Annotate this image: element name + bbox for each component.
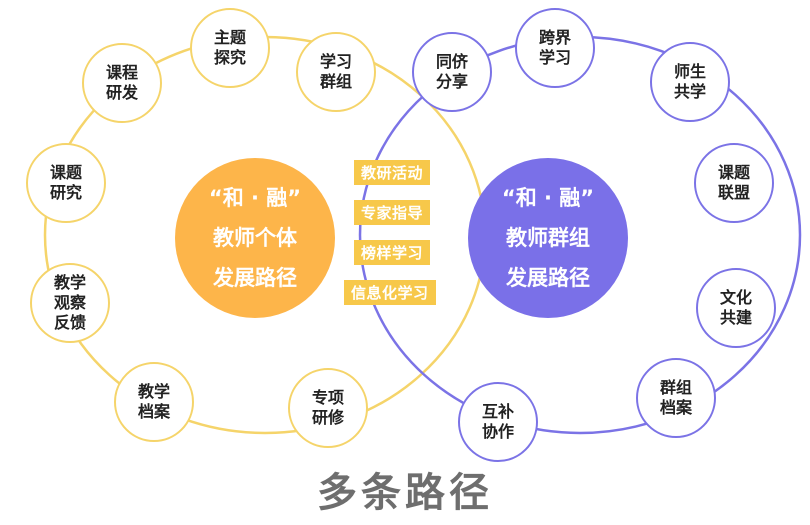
bottom-title: 多条路径 [317, 470, 493, 516]
right-hub-line3: 发展路径 [506, 266, 590, 290]
left-node-topic-inquiry: 主题 探究 [190, 8, 270, 88]
left-node-study-group: 学习 群组 [296, 32, 376, 112]
left-node-special-training: 专项 研修 [288, 368, 368, 448]
right-node-collaboration: 互补 协作 [458, 382, 538, 462]
tag-role-model: 榜样学习 [354, 240, 431, 265]
right-node-research-alliance: 课题 联盟 [694, 143, 774, 223]
tag-expert-guidance: 专家指导 [354, 200, 431, 225]
left-hub: “和 · 融” 教师个体 发展路径 [175, 158, 335, 318]
left-node-observation: 教学 观察 反馈 [30, 263, 110, 343]
left-hub-line1: “和 · 融” [208, 186, 302, 210]
right-node-peer-sharing: 同侪 分享 [412, 32, 492, 112]
right-hub-line2: 教师群组 [506, 226, 590, 250]
left-node-teaching-archive: 教学 档案 [114, 362, 194, 442]
right-node-cross-learning: 跨界 学习 [515, 8, 595, 88]
left-hub-line3: 发展路径 [213, 266, 297, 290]
right-node-group-archive: 群组 档案 [636, 358, 716, 438]
right-hub: “和 · 融” 教师群组 发展路径 [468, 158, 628, 318]
left-node-course-dev: 课程 研发 [82, 43, 162, 123]
right-node-co-learning: 师生 共学 [650, 42, 730, 122]
tag-research-activity: 教研活动 [354, 160, 431, 185]
left-hub-line2: 教师个体 [213, 226, 297, 250]
right-hub-line1: “和 · 融” [501, 186, 595, 210]
right-node-culture: 文化 共建 [696, 268, 776, 348]
left-node-research: 课题 研究 [26, 143, 106, 223]
tag-info-learning: 信息化学习 [344, 280, 436, 305]
